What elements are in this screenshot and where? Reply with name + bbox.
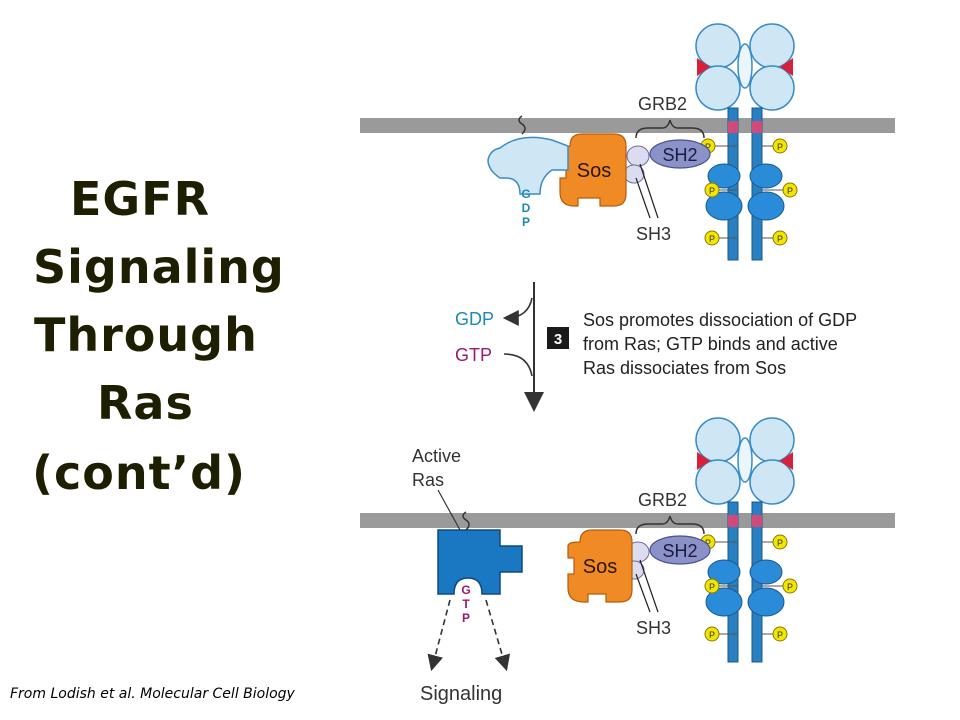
svg-text:Sos: Sos [583,556,617,578]
phosphate-icon: P [704,626,738,642]
phosphate-icon: P [762,230,788,246]
receptor-dimer-bottom [695,417,795,663]
step-number: 3 [554,331,562,348]
svg-text:P: P [705,538,711,548]
step-3: GDP GTP 3 Sos promotes dissociation of G… [455,282,857,412]
gtp-letter: T [462,597,470,611]
phosphate-group-top: P P P P P P [700,138,798,246]
gtp-letter: G [461,583,470,597]
bottom-panel: P P P P P P GRB2 SH2 SH3 Sos Active Ras [360,417,895,705]
gtp-bound-label: GTP [455,345,492,365]
phosphate-icon: P [704,578,738,594]
title-line-3: Through [34,308,258,362]
phosphate-icon: P [762,578,798,594]
svg-text:P: P [777,630,783,640]
svg-text:P: P [777,142,783,152]
citation: From Lodish et al. Molecular Cell Biolog… [10,686,295,702]
svg-text:P: P [777,538,783,548]
svg-text:P: P [787,186,793,196]
ras-active: Active Ras G T P [412,446,523,625]
receptor-dimer-top [695,23,795,261]
svg-text:P: P [777,234,783,244]
sos-protein-top: Sos [559,133,627,207]
step-description-line-1: Sos promotes dissociation of GDP [583,310,857,330]
phosphate-icon: P [704,230,738,246]
sos-protein-bottom: Sos [567,529,633,603]
svg-text:SH2: SH2 [662,145,697,165]
gtp-binding-arrow [503,353,533,377]
step-number-box [547,327,569,349]
sh3-domain-top [626,145,650,167]
svg-text:P: P [709,234,715,244]
sh3-label-bottom: SH3 [636,618,671,638]
phosphate-icon: P [704,182,738,198]
phosphate-icon: P [762,138,788,154]
title-line-5: (cont’d) [32,446,247,500]
grb2-brace-bottom [635,515,705,535]
signaling-label: Signaling [420,683,502,705]
svg-text:Sos: Sos [577,160,611,182]
title-line-2: Signaling [33,240,285,294]
grb2-label-bottom: GRB2 [638,490,687,510]
sh2-domain-bottom: SH2 [649,535,711,565]
gdp-letter: G [521,187,530,201]
svg-text:P: P [709,186,715,196]
gdp-letter: D [522,201,531,215]
grb2-brace-top [635,119,705,139]
phosphate-icon: P [762,626,788,642]
signaling-arrow-right [485,599,511,672]
svg-text:P: P [787,582,793,592]
signaling-arrow-left [427,599,451,672]
step-description-line-3: Ras dissociates from Sos [583,358,786,378]
sh3-label-top: SH3 [636,224,671,244]
phosphate-icon: P [762,534,788,550]
ras-inactive: G D P [487,115,569,229]
gdp-letter: P [522,215,530,229]
active-ras-label: Active [412,446,461,466]
gtp-letter: P [462,611,470,625]
svg-text:P: P [709,582,715,592]
phosphate-icon: P [762,182,798,198]
gdp-released-label: GDP [455,309,494,329]
step-description-line-2: from Ras; GTP binds and active [583,334,838,354]
phosphate-group-bottom: P P P P P P [700,534,798,642]
svg-text:P: P [709,630,715,640]
top-panel: P P P P P P GRB2 SH2 SH3 Sos G [360,23,895,261]
sh2-domain-top: SH2 [649,139,711,169]
active-ras-label: Ras [412,470,444,490]
svg-text:SH2: SH2 [662,541,697,561]
membrane-top [360,118,895,133]
svg-text:P: P [705,142,711,152]
grb2-label-top: GRB2 [638,94,687,114]
membrane-bottom [360,513,895,528]
gdp-release-arrow [502,297,533,326]
title-line-1: EGFR [70,172,211,226]
title-line-4: Ras [97,376,194,430]
